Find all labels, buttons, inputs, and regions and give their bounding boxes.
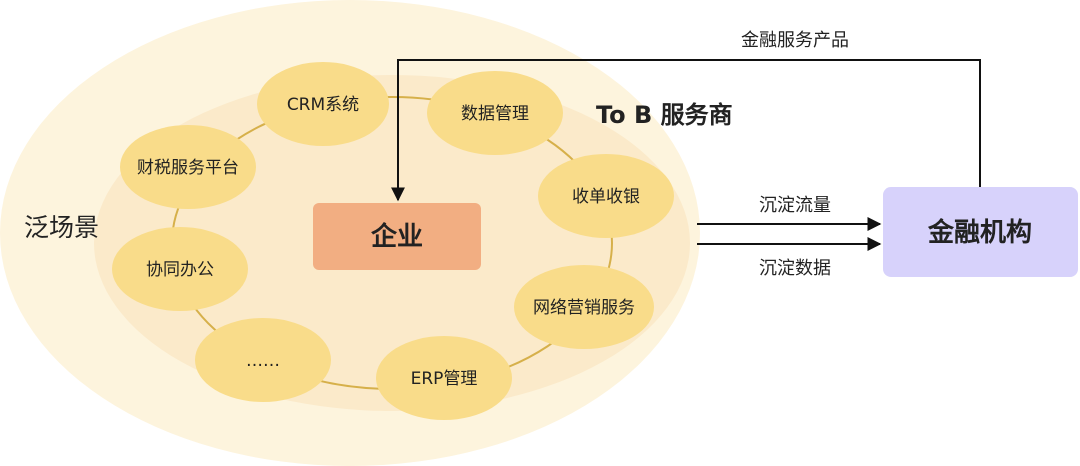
ring-node-label: 协同办公 [146, 260, 214, 280]
outer-scene-label: 泛场景 [24, 213, 99, 242]
ring-node-label: CRM系统 [287, 95, 359, 115]
ring-node-label: ERP管理 [411, 369, 478, 389]
ring-node-marketing: 网络营销服务 [514, 265, 654, 349]
financial-service-arrow-label: 金融服务产品 [741, 30, 849, 51]
ring-node-label: …… [246, 351, 280, 371]
traffic-flow-label: 沉淀流量 [759, 195, 831, 216]
ring-node-crm: CRM系统 [257, 62, 389, 146]
ring-node-checkout: 收单收银 [538, 154, 674, 238]
ring-node-label: 收单收银 [572, 187, 640, 207]
financial-service-arrow [391, 59, 981, 202]
ring-node-label: 数据管理 [461, 104, 529, 124]
ring-node-more: …… [195, 318, 331, 402]
financial-institution-box [883, 187, 1078, 277]
provider-label: To B 服务商 [596, 101, 733, 129]
enterprise-box [313, 203, 481, 270]
financial-institution-label: 金融机构 [927, 217, 1032, 248]
data-flow-label: 沉淀数据 [759, 258, 831, 279]
enterprise-label: 企业 [371, 221, 423, 252]
ring-node-collab: 协同办公 [112, 227, 248, 311]
ring-node-data-management: 数据管理 [427, 71, 563, 155]
ring-node-label: 财税服务平台 [137, 158, 239, 178]
ring-node-tax: 财税服务平台 [120, 125, 256, 209]
ring-node-erp: ERP管理 [376, 336, 512, 420]
ring-node-label: 网络营销服务 [533, 298, 635, 318]
